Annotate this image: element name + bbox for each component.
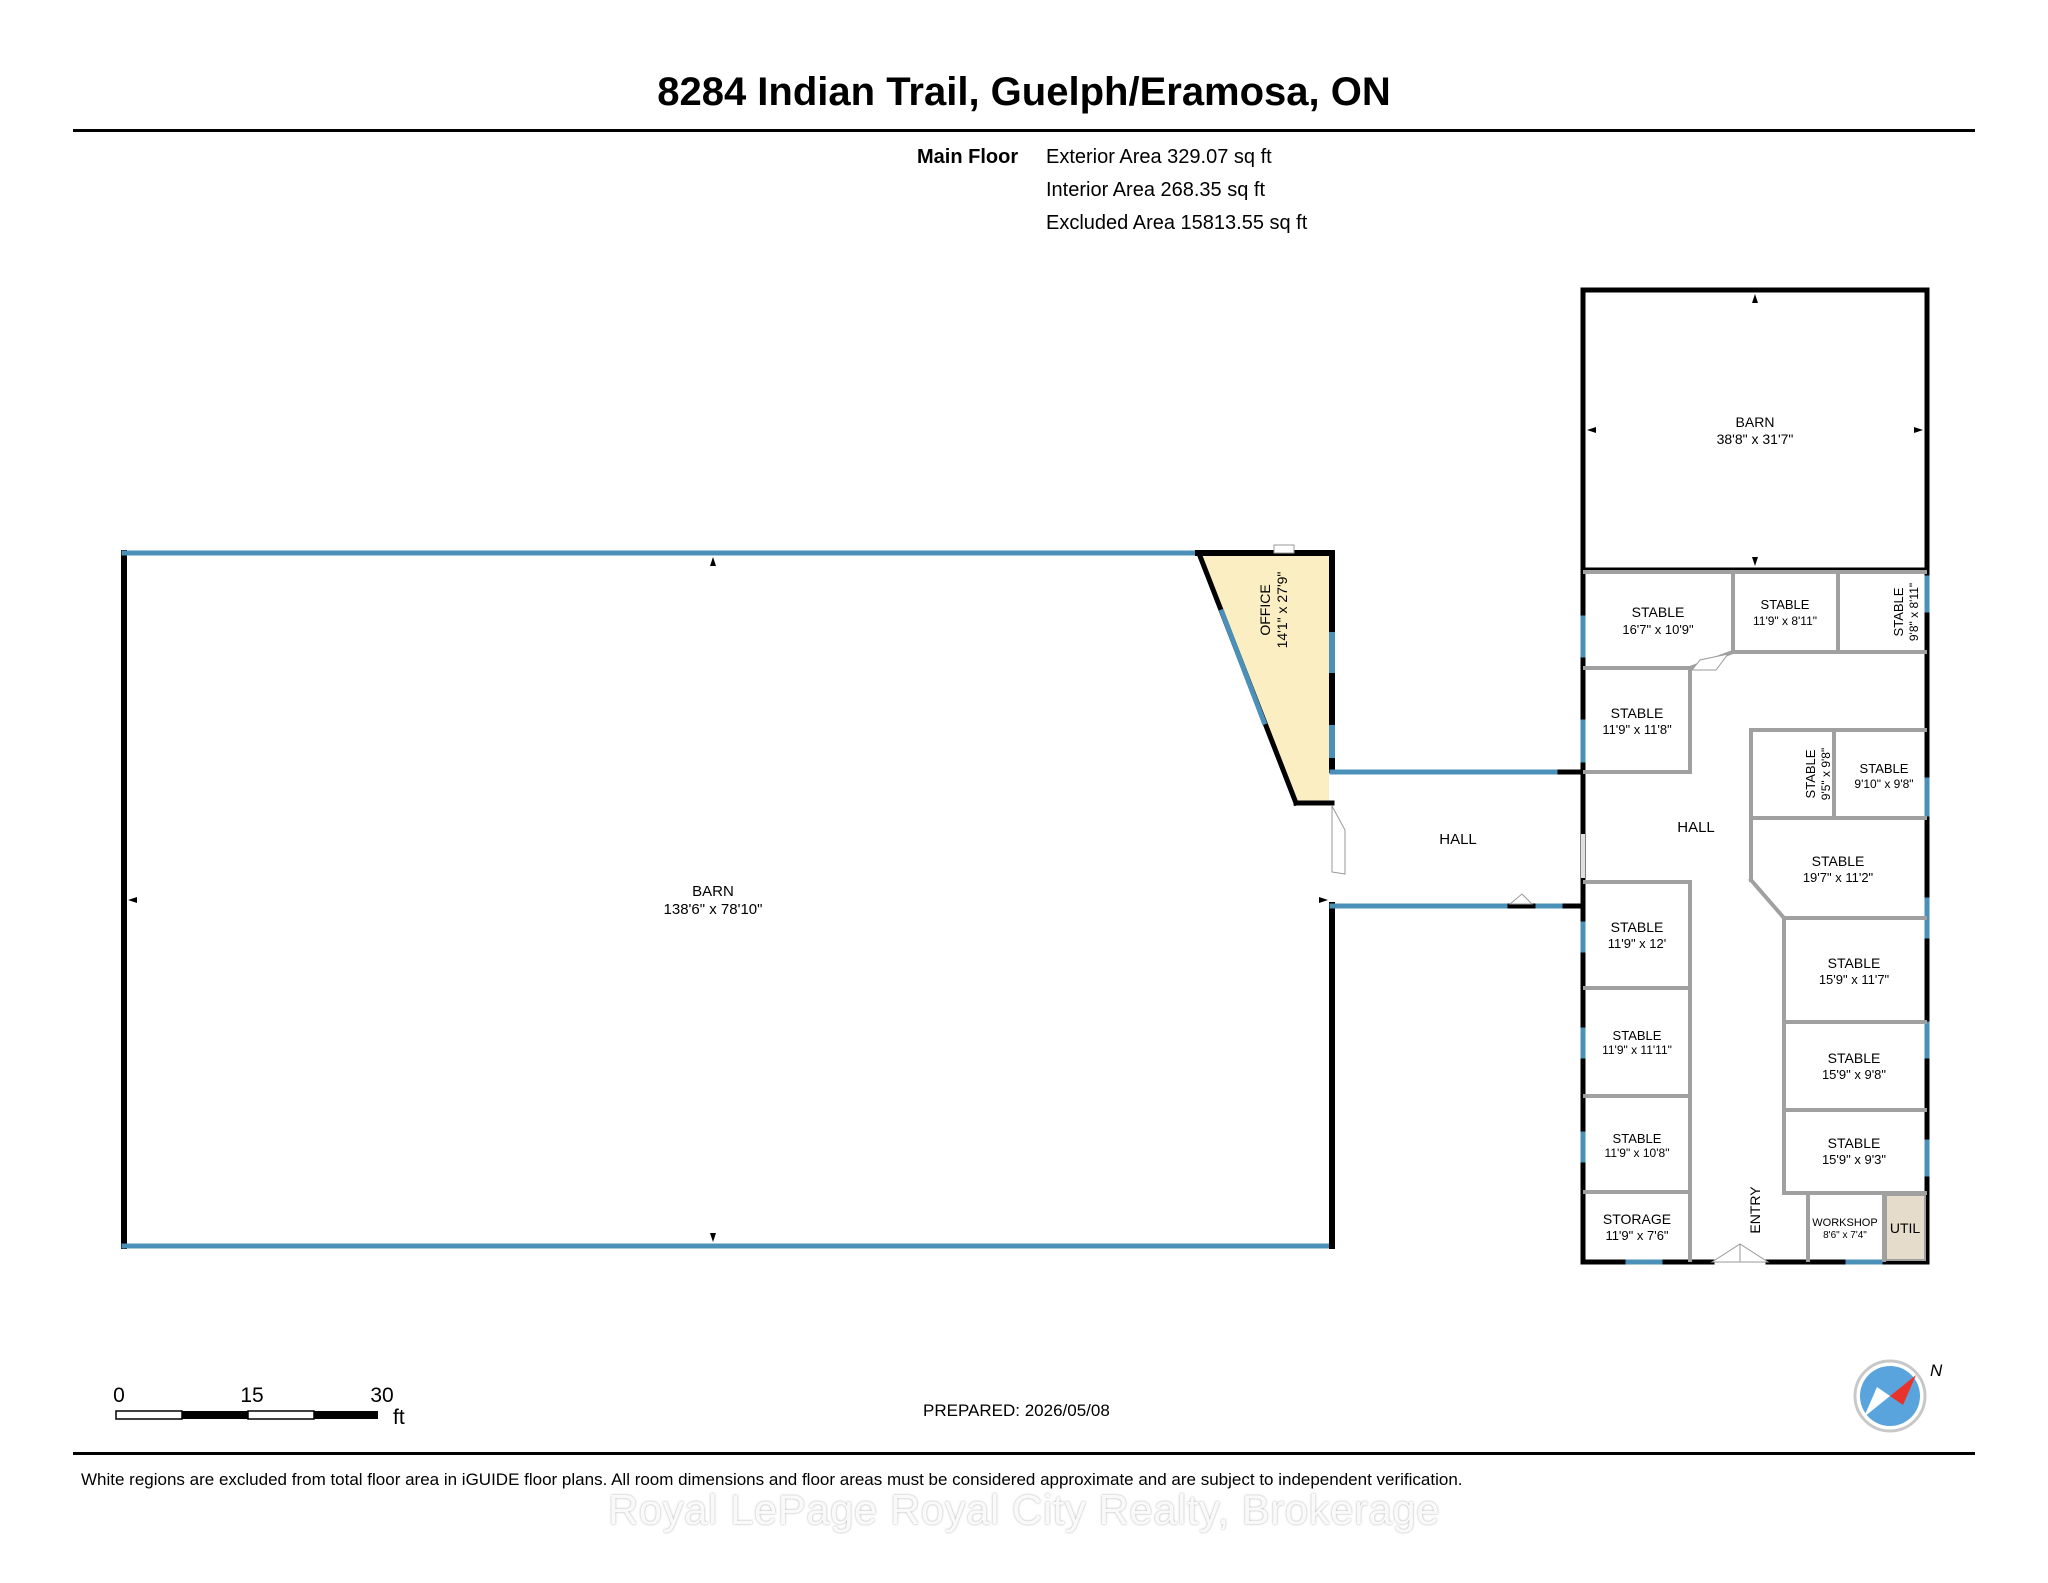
exterior-area: Exterior Area 329.07 sq ft (1046, 146, 1272, 168)
barn-main-dims: 138'6" x 78'10" (664, 901, 763, 918)
stable-2-dims: 11'9" x 8'11" (1753, 614, 1817, 628)
stable-4-dims: 11'9" x 11'8" (1602, 722, 1672, 737)
office-dims: 14'1" x 27'9" (1274, 572, 1290, 649)
stable-13-dims: 15'9" x 9'3" (1822, 1152, 1886, 1167)
stable-10-dims: 11'9" x 11'11" (1602, 1043, 1672, 1057)
stable-13-name: STABLE (1828, 1135, 1881, 1151)
page-title: 8284 Indian Trail, Guelph/Eramosa, ON (657, 70, 1391, 114)
util-name: UTIL (1890, 1220, 1921, 1236)
office-walls (1196, 544, 1335, 807)
office-name: OFFICE (1257, 584, 1273, 635)
prepared-date: PREPARED: 2026/05/08 (923, 1401, 1110, 1420)
scale-label-0: 0 (113, 1384, 125, 1407)
compass-icon: N (1853, 1359, 1943, 1433)
stable-9-name: STABLE (1828, 955, 1881, 971)
hall-connector-walls (1329, 769, 1586, 909)
stable-5-name: STABLE (1803, 749, 1818, 798)
stable-5-dims: 9'5" x 9'8" (1819, 748, 1833, 800)
excluded-area: Excluded Area 15813.55 sq ft (1046, 212, 1308, 234)
workshop-name: WORKSHOP (1812, 1217, 1877, 1229)
stable-10-name: STABLE (1613, 1028, 1662, 1043)
stable-12-dims: 11'9" x 10'8" (1605, 1146, 1670, 1160)
stable-11-dims: 15'9" x 9'8" (1822, 1067, 1886, 1082)
compass-label: N (1930, 1361, 1943, 1380)
dimension-arrows (128, 294, 1923, 1242)
stable-3-name: STABLE (1891, 587, 1906, 636)
entry-name: ENTRY (1747, 1186, 1763, 1234)
barn-north-name: BARN (1736, 414, 1775, 430)
barn-main-walls (121, 550, 1335, 1249)
util-fill (1885, 1194, 1926, 1261)
scale-bar: 0 15 30 ft (113, 1384, 405, 1429)
room-labels: BARN 138'6" x 78'10" OFFICE 14'1" x 27'9… (664, 414, 1921, 1243)
stable-2-name: STABLE (1761, 597, 1810, 612)
hall-connector-name: HALL (1439, 831, 1477, 848)
stable-1-name: STABLE (1632, 604, 1685, 620)
scale-label-30: 30 (370, 1384, 393, 1407)
header-rule (73, 129, 1975, 132)
floor-label: Main Floor (917, 146, 1019, 168)
stable-partitions (1583, 570, 1927, 1262)
scale-label-15: 15 (240, 1384, 263, 1407)
stable-4-name: STABLE (1611, 705, 1664, 721)
stable-11-name: STABLE (1828, 1050, 1881, 1066)
storage-dims: 11'9" x 7'6" (1605, 1228, 1668, 1243)
workshop-dims: 8'6" x 7'4" (1823, 1230, 1867, 1241)
barn-north-walls (1580, 287, 1930, 573)
barn-main-name: BARN (692, 883, 734, 900)
stable-7-name: STABLE (1812, 853, 1865, 869)
stable-6-name: STABLE (1860, 761, 1909, 776)
stable-9-dims: 15'9" x 11'7" (1819, 972, 1890, 987)
stable-3-dims: 9'8" x 8'11" (1907, 583, 1921, 641)
stable-12-name: STABLE (1613, 1131, 1662, 1146)
barn-north-dims: 38'8" x 31'7" (1717, 431, 1794, 447)
stable-1-dims: 16'7" x 10'9" (1622, 622, 1694, 637)
hall-main-name: HALL (1677, 819, 1715, 836)
stable-6-dims: 9'10" x 9'8" (1854, 777, 1913, 791)
scale-unit: ft (393, 1406, 405, 1429)
stable-8-dims: 11'9" x 12' (1608, 936, 1667, 951)
storage-name: STORAGE (1603, 1211, 1671, 1227)
disclaimer-text: White regions are excluded from total fl… (81, 1470, 1463, 1489)
footer-rule (73, 1452, 1975, 1455)
door-swing (1690, 653, 1730, 671)
interior-area: Interior Area 268.35 sq ft (1046, 179, 1266, 201)
watermark: Royal LePage Royal City Realty, Brokerag… (607, 1486, 1441, 1533)
stable-8-name: STABLE (1611, 919, 1664, 935)
stable-7-dims: 19'7" x 11'2" (1803, 870, 1874, 885)
